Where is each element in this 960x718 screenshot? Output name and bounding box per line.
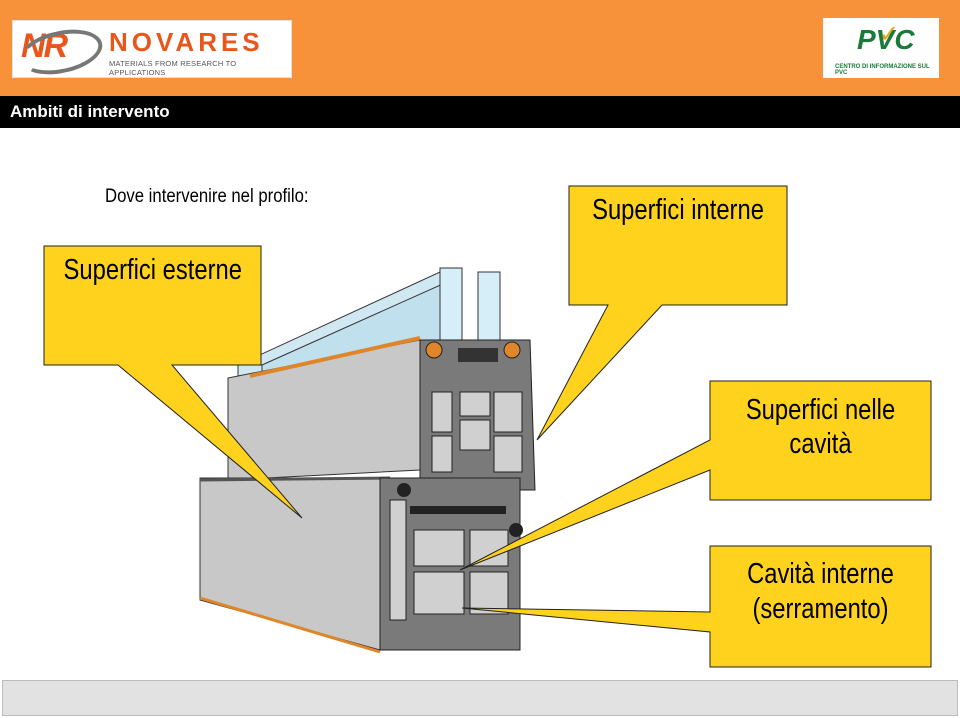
sash-profile: [227, 336, 536, 491]
nr-logo-icon: NR: [15, 22, 107, 82]
callout-esterne-label: Superfici esterne: [63, 254, 242, 286]
pvc-tagline: CENTRO DI INFORMAZIONE SUL PVC: [835, 64, 930, 76]
pvc-logo: PVC ✓ CENTRO DI INFORMAZIONE SUL PVC: [823, 18, 939, 78]
frame-profile: [199, 476, 523, 654]
novares-tagline: MATERIALS FROM RESEARCH TO APPLICATIONS: [109, 59, 237, 77]
pvc-logo-text: PVC: [857, 24, 915, 55]
callout-esterne: [43, 245, 303, 519]
novares-logo: NR NOVARES MATERIALS FROM RESEARCH TO AP…: [12, 20, 292, 82]
header-bar: NR NOVARES MATERIALS FROM RESEARCH TO AP…: [0, 0, 960, 96]
check-icon: ✓: [879, 21, 900, 48]
intro-text: Dove intervenire nel profilo:: [105, 186, 309, 207]
callout-cavita: [459, 380, 932, 571]
callout-serramento-label-1: Cavità interne: [747, 558, 894, 590]
title-bar: Ambiti di intervento: [0, 96, 960, 128]
page-title: Ambiti di intervento: [10, 102, 170, 121]
callout-serramento-label-2: (serramento): [752, 593, 889, 625]
callout-interne: [536, 185, 788, 441]
novares-brand-text: NOVARES: [109, 27, 264, 57]
callout-interne-label: Superfici interne: [592, 194, 764, 226]
callout-cavita-label-1: Superfici nelle: [745, 394, 896, 426]
callout-serramento: [461, 545, 932, 668]
callout-cavita-label-2: cavità: [789, 428, 852, 460]
footer-bar: [2, 680, 958, 716]
